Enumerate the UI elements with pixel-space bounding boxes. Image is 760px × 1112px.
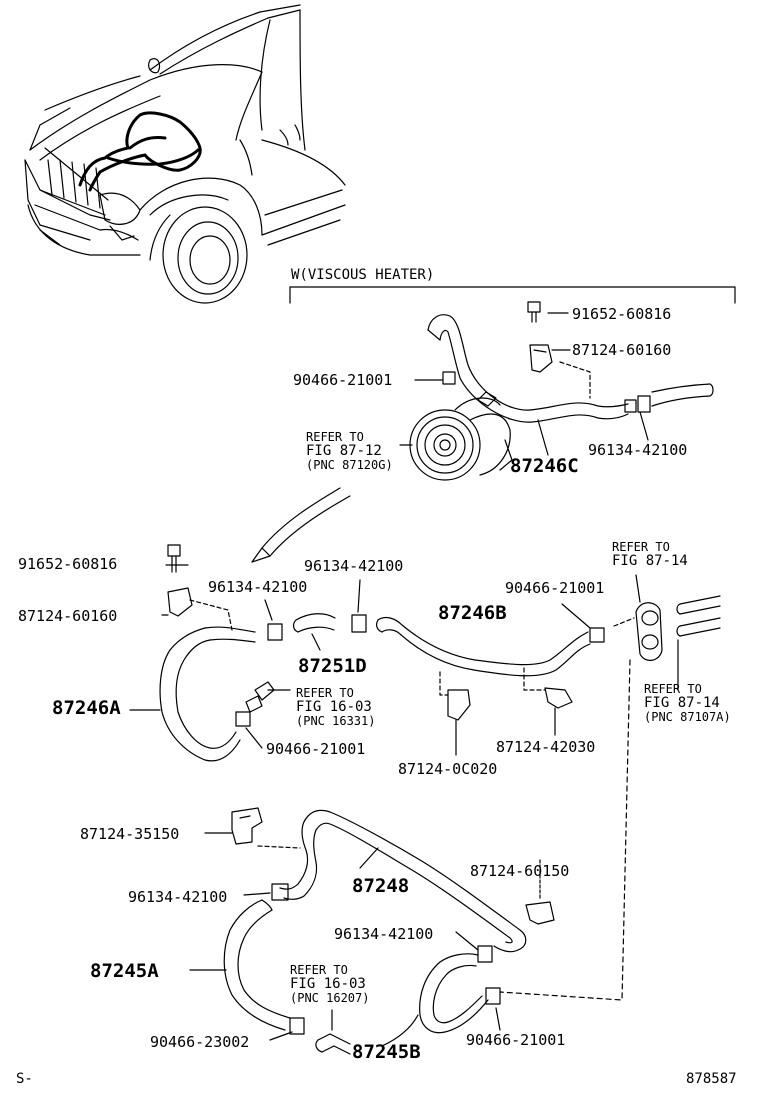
part-number-label[interactable]: 96134-42100 bbox=[334, 925, 434, 943]
part-number-label[interactable]: 91652-60816 bbox=[572, 305, 672, 323]
part-number-label[interactable]: 87124-0C020 bbox=[398, 760, 498, 778]
part-number-label[interactable]: 91652-60816 bbox=[18, 555, 118, 573]
refer-to-note[interactable]: REFER TO FIG 16-03 (PNC 16207) bbox=[290, 963, 370, 1005]
part-number-label[interactable]: 87124-35150 bbox=[80, 825, 180, 843]
part-number-label[interactable]: 90466-21001 bbox=[505, 579, 605, 597]
part-number-label[interactable]: 90466-21001 bbox=[466, 1031, 566, 1049]
part-number-label[interactable]: 96134-42100 bbox=[304, 557, 404, 575]
part-number-label[interactable]: 87246C bbox=[510, 455, 579, 477]
part-number-label[interactable]: 87246B bbox=[438, 602, 507, 624]
part-number-label[interactable]: 90466-21001 bbox=[266, 740, 366, 758]
viscous-heater-assembly bbox=[409, 301, 714, 481]
reference-arrow bbox=[251, 487, 351, 563]
part-number-label[interactable]: 87246A bbox=[52, 697, 121, 719]
part-number-label[interactable]: 87245A bbox=[90, 960, 159, 982]
refer-to-note[interactable]: REFER TO FIG 87-14 bbox=[612, 540, 688, 569]
refer-to-note[interactable]: REFER TO FIG 16-03 (PNC 16331) bbox=[296, 686, 376, 728]
part-number-label[interactable]: 87124-60160 bbox=[572, 341, 672, 359]
part-number-label[interactable]: 87245B bbox=[352, 1041, 421, 1063]
refer-to-note[interactable]: REFER TO FIG 87-12 (PNC 87120G) bbox=[306, 430, 393, 472]
part-number-label[interactable]: 87124-42030 bbox=[496, 738, 596, 756]
figure-number: 878587 bbox=[686, 1071, 737, 1087]
part-number-label[interactable]: 87124-60150 bbox=[470, 862, 570, 880]
part-number-label[interactable]: 90466-21001 bbox=[293, 371, 393, 389]
part-number-label[interactable]: 87124-60160 bbox=[18, 607, 118, 625]
leader-lines-top bbox=[399, 312, 649, 456]
variant-label: W(VISCOUS HEATER) bbox=[291, 267, 435, 283]
part-number-label[interactable]: 96134-42100 bbox=[128, 888, 228, 906]
variant-bracket bbox=[289, 286, 736, 304]
part-number-label[interactable]: 87248 bbox=[352, 875, 410, 897]
bottom-hose-assembly bbox=[189, 807, 555, 1055]
part-number-label[interactable]: 90466-23002 bbox=[150, 1033, 250, 1051]
vehicle-illustration bbox=[24, 4, 346, 304]
part-number-label[interactable]: 87251D bbox=[298, 655, 367, 677]
footer-code: S- bbox=[16, 1071, 33, 1087]
refer-to-note[interactable]: REFER TO FIG 87-14 (PNC 87107A) bbox=[644, 682, 731, 724]
part-number-label[interactable]: 96134-42100 bbox=[588, 441, 688, 459]
middle-hose-assembly bbox=[129, 544, 721, 1001]
part-number-label[interactable]: 96134-42100 bbox=[208, 578, 308, 596]
